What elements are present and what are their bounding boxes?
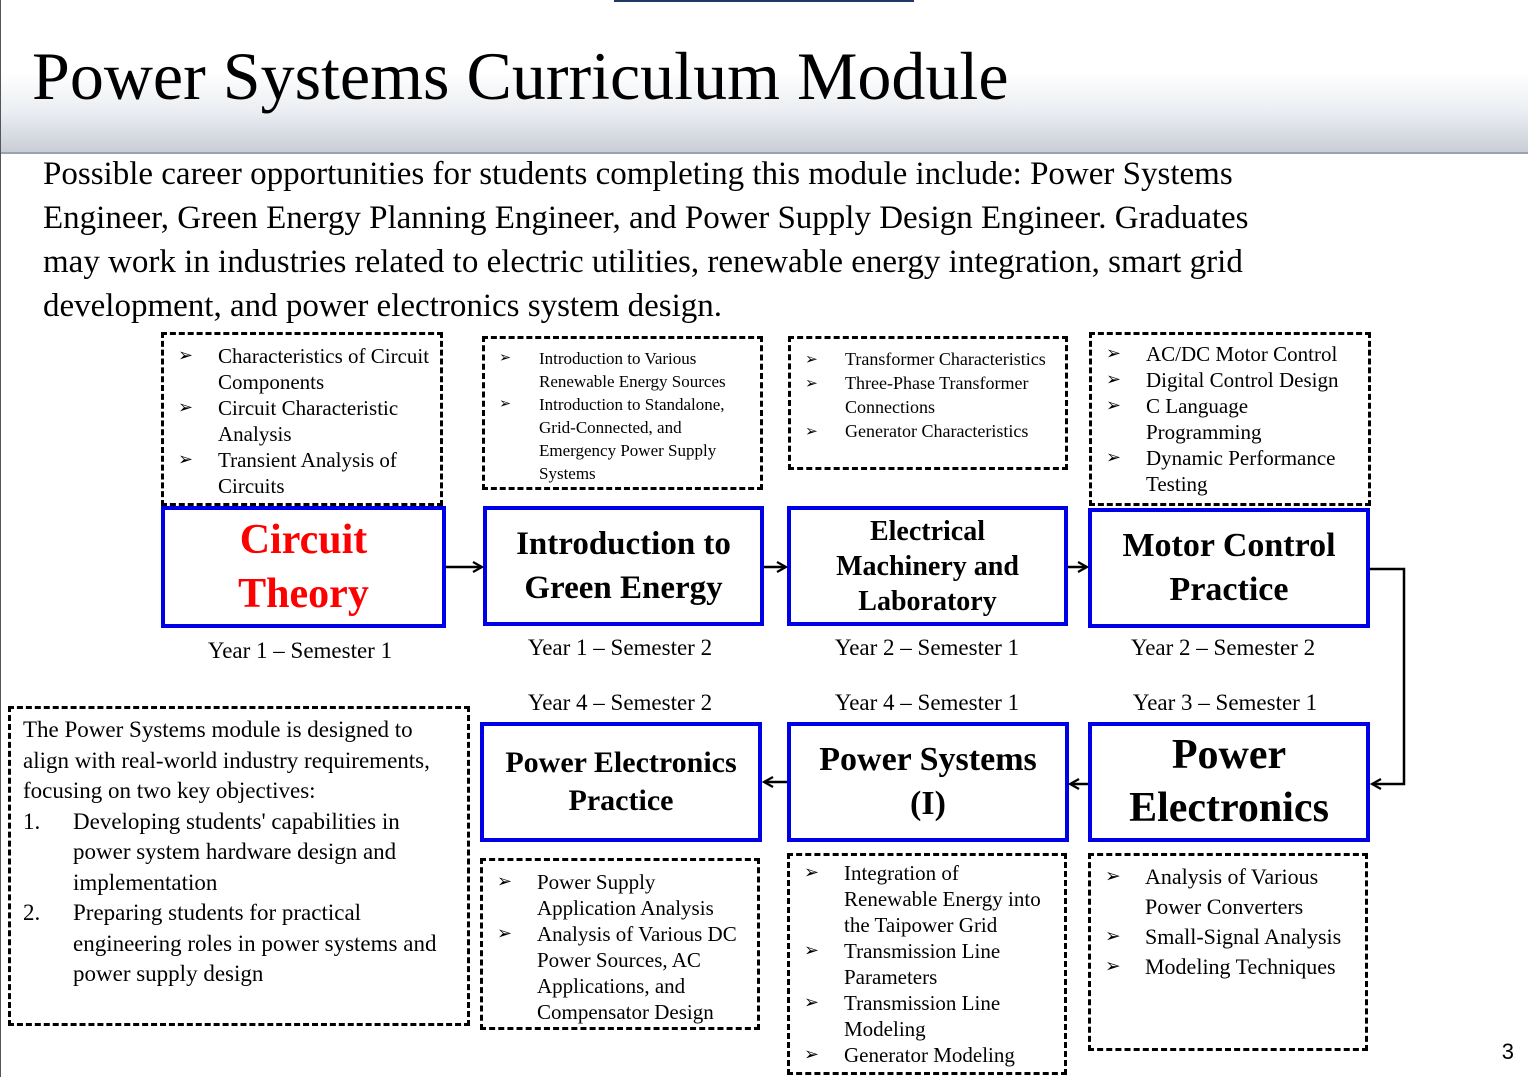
semester-label: Year 3 – Semester 1: [1132, 690, 1318, 715]
course-power-electronics: Power Electronics: [1088, 722, 1370, 842]
semester-label: Year 1 – Semester 2: [527, 635, 713, 660]
topic-item: Generator Characteristics: [801, 419, 1057, 443]
semester-label: Year 2 – Semester 2: [1130, 635, 1316, 660]
objectives-intro: The Power Systems module is designed to …: [23, 717, 430, 803]
career-intro-text: Possible career opportunities for studen…: [43, 156, 1249, 324]
topic-item: AC/DC Motor Control: [1102, 341, 1360, 367]
topics-power-electronics: Analysis of Various Power Converters Sma…: [1088, 853, 1368, 1051]
course-power-systems-i: Power Systems (I): [787, 722, 1069, 842]
objective-text: Developing students' capabilities in pow…: [73, 808, 400, 895]
slide-title: Power Systems Curriculum Module: [32, 38, 1009, 114]
topics-power-electronics-practice: Power Supply Application Analysis Analys…: [480, 858, 760, 1030]
topic-item: C Language Programming: [1102, 393, 1360, 445]
semester-label: Year 2 – Semester 1: [834, 635, 1020, 660]
objective-number: 2.: [23, 900, 41, 925]
course-power-electronics-practice: Power Electronics Practice: [480, 722, 762, 842]
semester-label: Year 4 – Semester 1: [834, 690, 1020, 715]
topic-item: Transmission Line Modeling: [800, 990, 1056, 1042]
top-accent-line: [614, 0, 914, 2]
topic-item: Modeling Techniques: [1101, 952, 1357, 982]
course-intro-green-energy: Introduction to Green Energy: [483, 506, 764, 626]
arrow-motor-to-power-electronics: [1370, 567, 1406, 784]
course-title: Power Electronics Practice: [505, 746, 737, 817]
title-bar: [0, 0, 1528, 154]
objective-text: Preparing students for practical enginee…: [73, 900, 437, 986]
topic-item: Dynamic Performance Testing: [1102, 445, 1360, 497]
topic-item: Transmission Line Parameters: [800, 938, 1056, 990]
topics-motor-control: AC/DC Motor Control Digital Control Desi…: [1089, 332, 1371, 506]
module-objectives-box: The Power Systems module is designed to …: [8, 706, 470, 1026]
topic-item: Analysis of Various DC Power Sources, AC…: [493, 921, 749, 1025]
semester-label: Year 1 – Semester 1: [207, 638, 393, 663]
topic-item: Characteristics of Circuit Components: [174, 343, 432, 395]
topics-power-systems-i: Integration of Renewable Energy into the…: [787, 853, 1067, 1075]
course-title: Introduction to Green Energy: [516, 526, 731, 606]
topics-electrical-machinery: Transformer Characteristics Three-Phase …: [788, 336, 1068, 470]
topic-item: Analysis of Various Power Converters: [1101, 862, 1357, 922]
course-title: Power Systems (I): [819, 741, 1037, 822]
course-circuit-theory: Circuit Theory: [161, 506, 446, 628]
topic-item: Three-Phase Transformer Connections: [801, 371, 1057, 419]
topic-item: Transient Analysis of Circuits: [174, 447, 432, 499]
objective-item: 2. Preparing students for practical engi…: [23, 898, 459, 990]
course-electrical-machinery: Electrical Machinery and Laboratory: [787, 506, 1068, 626]
course-title: Circuit Theory: [238, 517, 369, 617]
page-number: 3: [1501, 1039, 1514, 1064]
topics-green-energy: Introduction to Various Renewable Energy…: [482, 336, 763, 490]
topic-item: Integration of Renewable Energy into the…: [800, 860, 1056, 938]
semester-label: Year 4 – Semester 2: [527, 690, 713, 715]
course-motor-control: Motor Control Practice: [1088, 508, 1370, 628]
topic-item: Generator Modeling: [800, 1042, 1056, 1068]
objective-number: 1.: [23, 808, 41, 834]
course-title: Motor Control Practice: [1122, 527, 1336, 608]
topic-item: Circuit Characteristic Analysis: [174, 395, 432, 447]
topic-item: Introduction to Standalone, Grid-Connect…: [495, 393, 752, 485]
topics-circuit-theory: Characteristics of Circuit Components Ci…: [161, 332, 443, 506]
slide-left-edge: [0, 0, 1, 1077]
topic-item: Digital Control Design: [1102, 367, 1360, 393]
topic-item: Transformer Characteristics: [801, 347, 1057, 371]
topic-item: Power Supply Application Analysis: [493, 869, 749, 921]
topic-item: Small-Signal Analysis: [1101, 922, 1357, 952]
topic-item: Introduction to Various Renewable Energy…: [495, 347, 752, 393]
course-title: Electrical Machinery and Laboratory: [836, 515, 1019, 617]
objective-item: 1. Developing students' capabilities in …: [23, 807, 459, 899]
course-title: Power Electronics: [1129, 732, 1329, 831]
